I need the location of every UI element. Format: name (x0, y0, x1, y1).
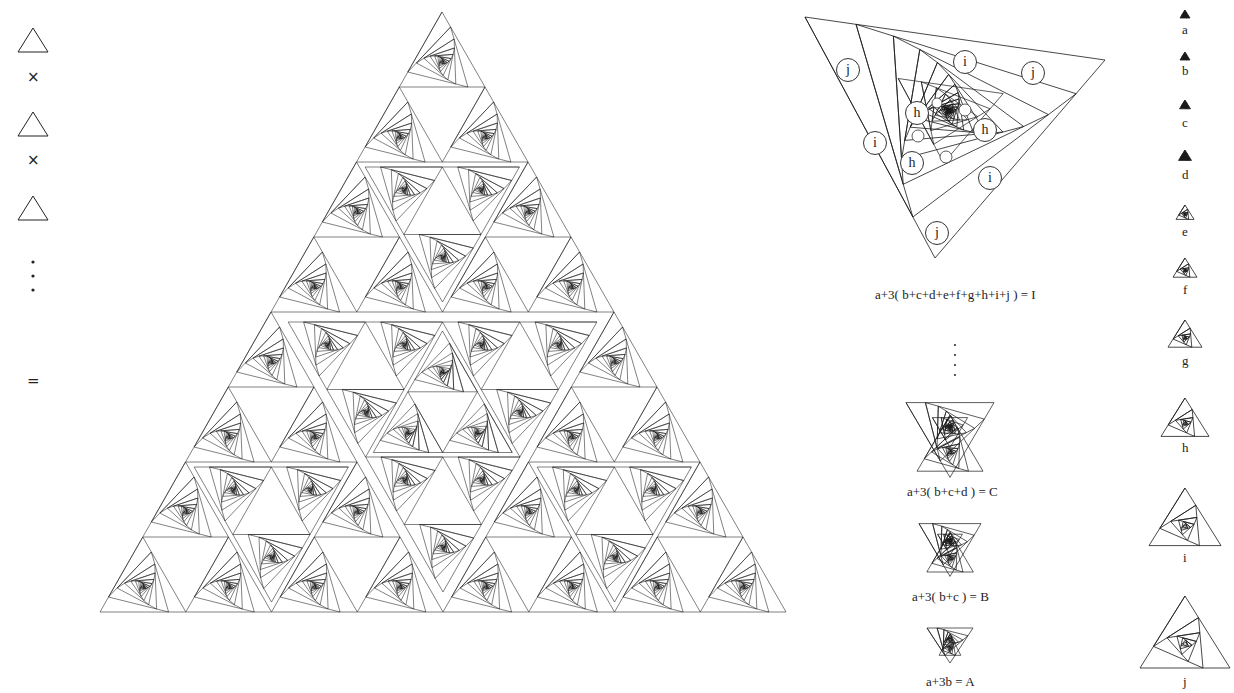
element-label: j (1181, 674, 1189, 690)
element-label: e (1180, 224, 1190, 240)
small-circle (940, 151, 952, 163)
formula-label: a+3b = A (924, 674, 977, 690)
fractal-drawing (100, 10, 1230, 668)
element-figure (1140, 596, 1230, 668)
formula-label: a+3( b+c+d ) = C (905, 484, 1000, 500)
dot (31, 288, 34, 291)
circle-letter: i (873, 135, 877, 151)
element-label: f (1181, 282, 1189, 298)
small-circle (932, 98, 942, 108)
circle-letter: h (914, 105, 921, 121)
triangle-symbol (18, 28, 48, 52)
element-figure (1180, 100, 1191, 109)
element-label: g (1180, 353, 1191, 369)
circle-letter: i (963, 54, 967, 70)
letter-circle: h (900, 151, 924, 175)
circle-letter: h (909, 155, 916, 171)
small-circle (959, 104, 971, 116)
circle-letter: i (988, 170, 992, 186)
dot (954, 344, 956, 346)
operator-symbol: × (25, 69, 42, 85)
figure-c (906, 403, 994, 478)
formula-label: a+3( b+c ) = B (910, 589, 991, 605)
circle-letter: j (1031, 65, 1035, 81)
figure-i-outline (805, 17, 1105, 258)
operator-symbol: × (25, 152, 42, 168)
circle-letter: j (935, 225, 939, 241)
formula-label: a+3( b+c+d+e+f+g+h+i+j ) = I (873, 287, 1038, 303)
element-figure (1180, 52, 1190, 60)
figure-a (927, 628, 973, 663)
letter-circle: i (863, 131, 887, 155)
circle-letter: h (982, 122, 989, 138)
triangle-symbol (18, 196, 48, 220)
dot (31, 274, 34, 277)
element-figure (1173, 258, 1197, 277)
letter-circle: i (978, 166, 1002, 190)
element-figure (1176, 205, 1194, 219)
small-circle (912, 130, 924, 142)
element-label: h (1180, 440, 1191, 456)
element-label: a (1180, 22, 1190, 38)
letter-circle: h (973, 118, 997, 142)
dot (31, 260, 34, 263)
element-figure (1161, 398, 1209, 436)
dot (954, 354, 956, 356)
element-label: d (1180, 167, 1191, 183)
element-figure (1168, 320, 1202, 347)
triangle-factors (18, 28, 48, 220)
triangle-symbol (18, 112, 48, 136)
letter-circle: h (905, 101, 929, 125)
element-label: b (1180, 63, 1191, 79)
operator-symbol: = (25, 373, 42, 389)
letter-circle: i (953, 50, 977, 74)
element-figure (1179, 150, 1192, 160)
dot (954, 364, 956, 366)
element-figure (1180, 10, 1190, 18)
letter-circle: j (925, 221, 949, 245)
fractal-triangle (100, 12, 786, 612)
dot (954, 374, 956, 376)
element-figure (1149, 488, 1221, 546)
element-label: i (1181, 550, 1189, 566)
circle-letter: j (846, 62, 850, 78)
letter-circle: j (836, 58, 860, 82)
ellipsis-dots (31, 260, 956, 376)
letter-circle: j (1021, 61, 1045, 85)
element-label: c (1180, 115, 1190, 131)
figure-b (919, 524, 981, 577)
